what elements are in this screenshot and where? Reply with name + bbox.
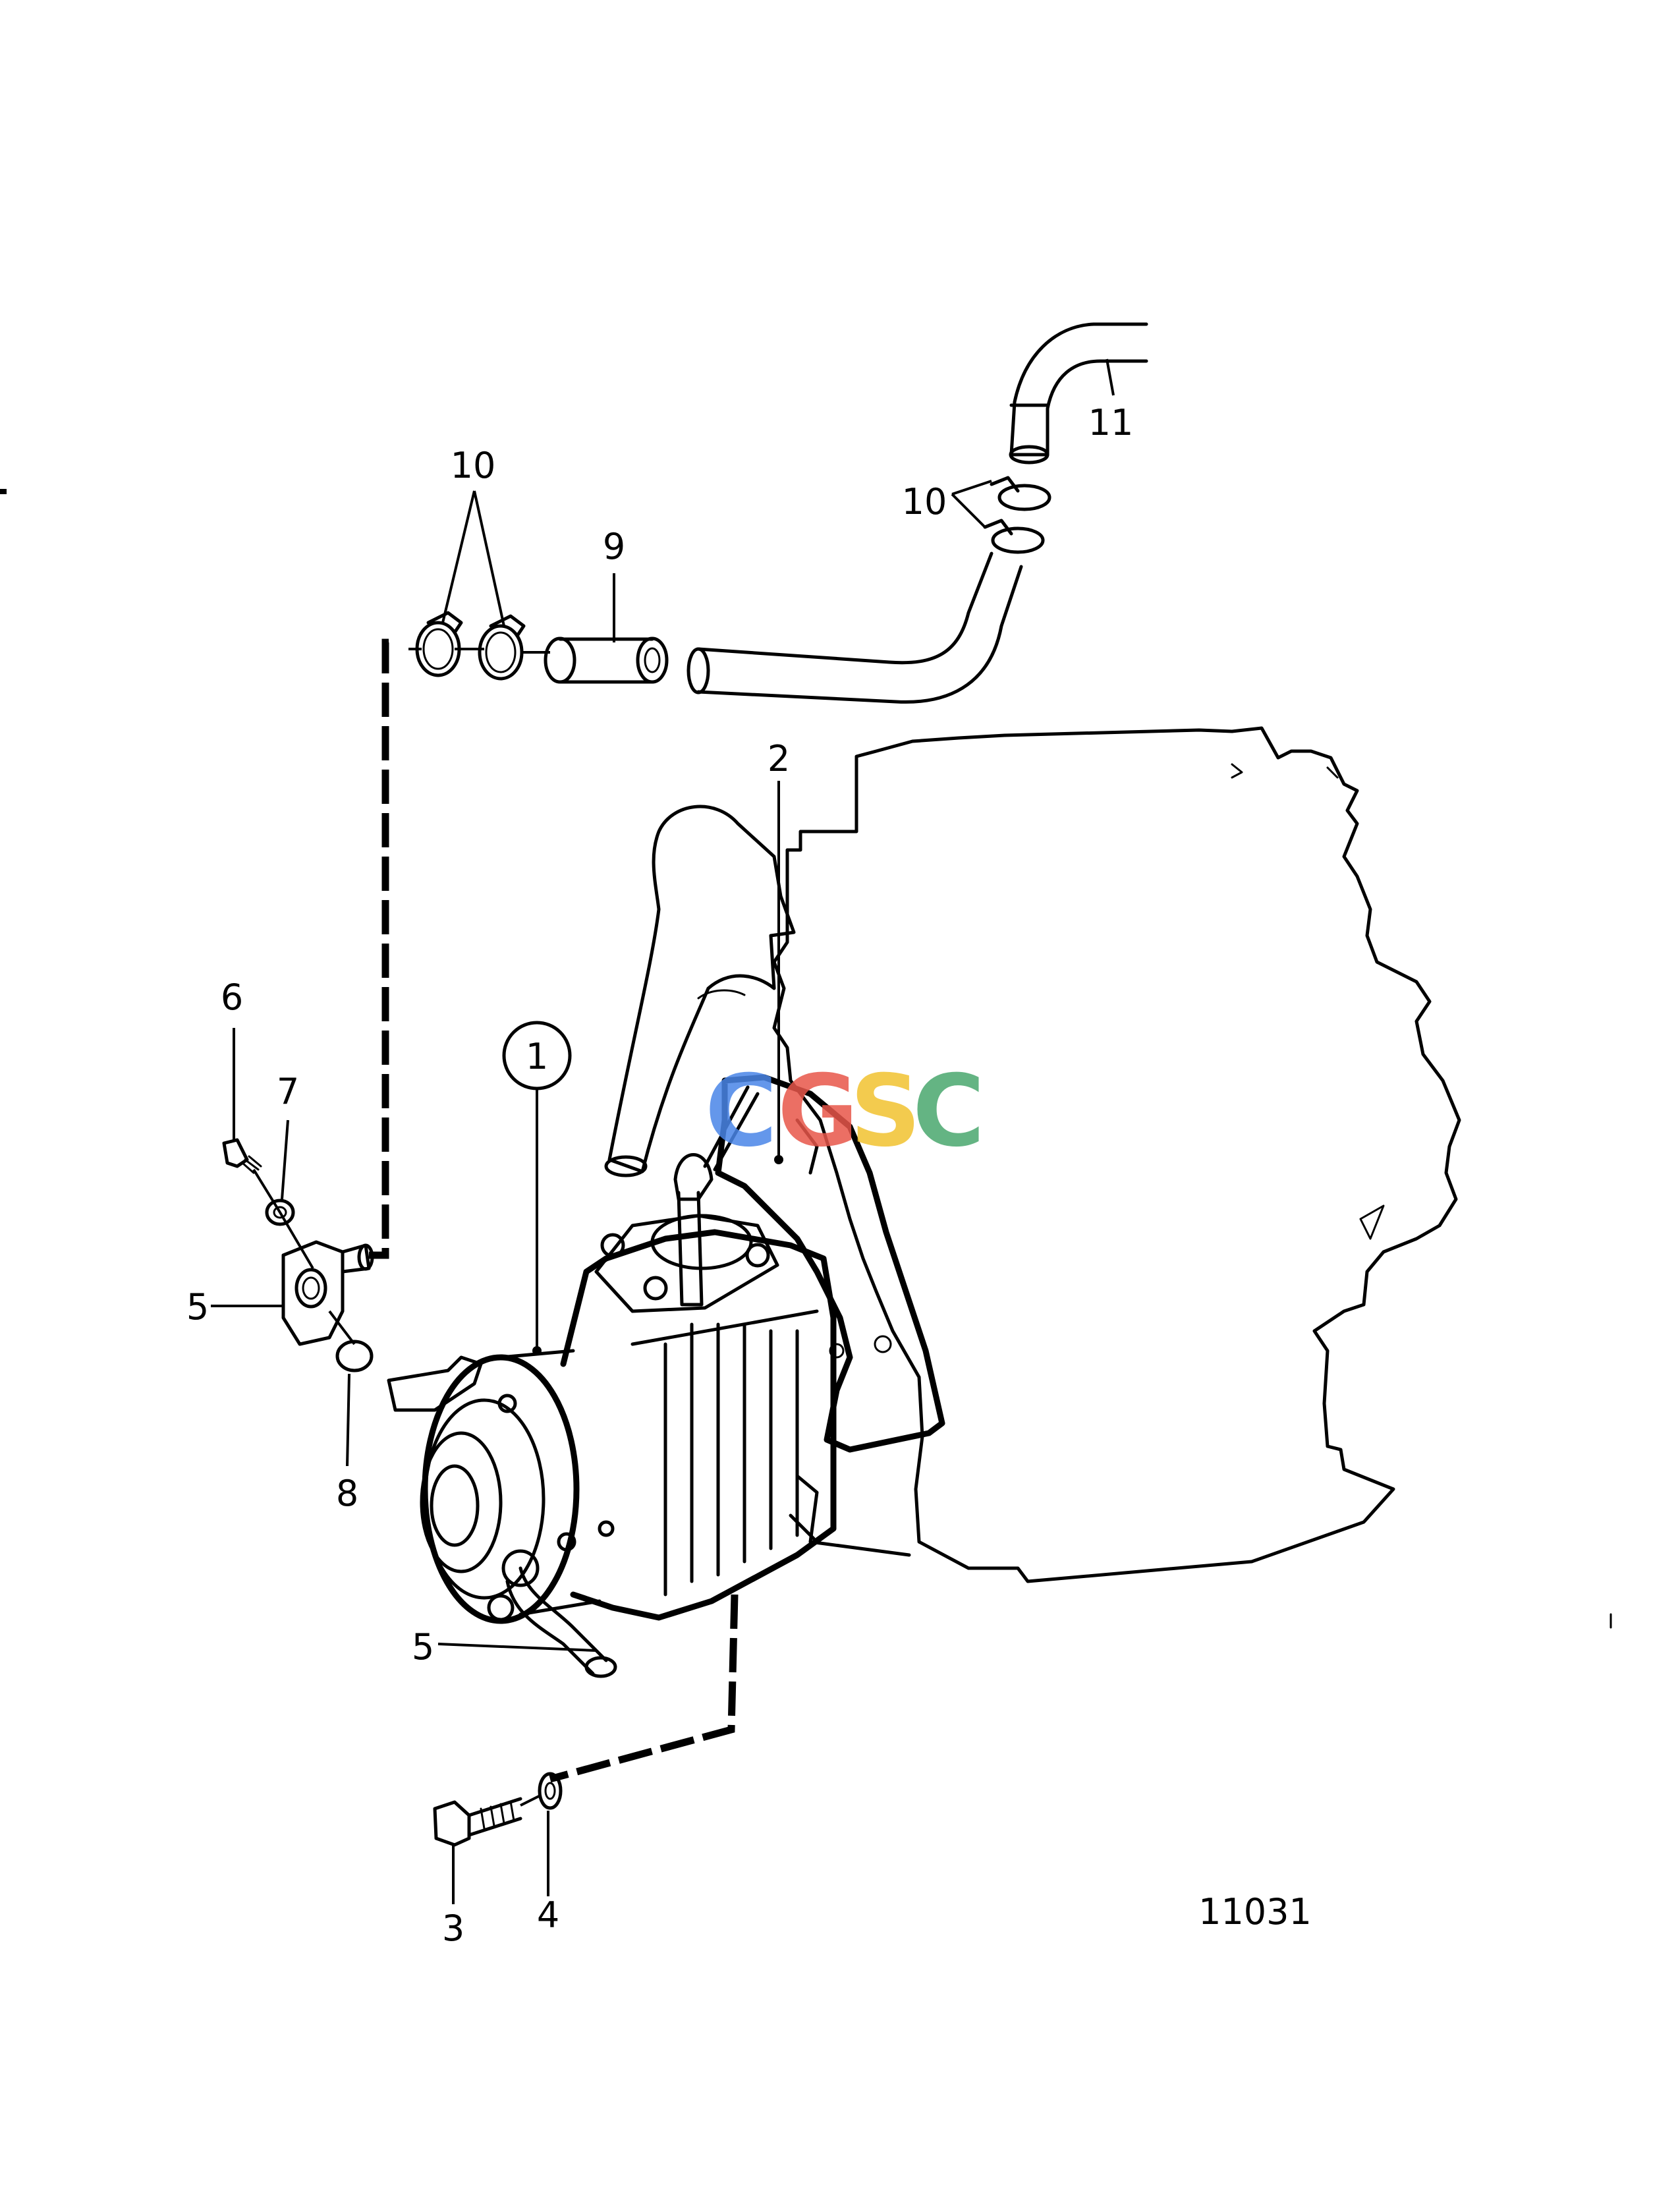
callout-4: 4 xyxy=(537,1894,559,1936)
assembly-lines xyxy=(252,638,739,1807)
hose-9 xyxy=(544,636,669,684)
exhaust-elbow xyxy=(604,805,796,1177)
callout-1-circle xyxy=(502,1021,572,1090)
hose-clamp-10-left-b xyxy=(478,614,526,681)
callout-1: 1 xyxy=(526,1036,548,1077)
callout-10-right: 10 xyxy=(902,481,947,523)
washer-4 xyxy=(538,1772,563,1810)
watermark-letter-3: S xyxy=(850,1054,921,1169)
watermark-letter-4: C xyxy=(912,1054,985,1169)
watermark-logo: C G S C xyxy=(705,1054,985,1169)
callout-3: 3 xyxy=(442,1908,464,1949)
hose-clamp-10-left-a xyxy=(415,611,463,677)
engine-block-outline xyxy=(772,726,1461,1583)
callout-7: 7 xyxy=(277,1071,299,1112)
hose-11 xyxy=(1009,322,1148,465)
hose-clamp-10-right-b xyxy=(983,519,1045,554)
callout-11: 11 xyxy=(1088,402,1134,443)
o-ring-8 xyxy=(335,1340,374,1372)
watermark-letter-1: C xyxy=(705,1054,777,1169)
callout-6: 6 xyxy=(221,976,243,1018)
callout-8: 8 xyxy=(336,1473,358,1514)
callout-9: 9 xyxy=(603,526,625,567)
outlet-pipe-lower xyxy=(487,1549,617,1678)
callout-5-upper: 5 xyxy=(186,1286,209,1328)
scan-marks xyxy=(0,489,1612,1629)
callout-leaders xyxy=(211,358,1115,1904)
drawing-number: 11031 xyxy=(1198,1891,1312,1933)
callout-5-lower: 5 xyxy=(412,1626,434,1668)
watermark-letter-2: G xyxy=(777,1054,858,1169)
callout-labels: 1 2 3 4 5 5 6 7 8 9 10 10 11 11031 xyxy=(186,402,1312,1949)
connection-flange xyxy=(281,1240,374,1346)
pump-bracket xyxy=(715,1074,945,1453)
screw-6 xyxy=(222,1138,262,1174)
hose-clamp-10-right-a xyxy=(990,476,1051,511)
callout-10-left: 10 xyxy=(451,445,496,486)
washer-7 xyxy=(265,1199,295,1226)
coolant-pipe xyxy=(686,552,1023,704)
bolt-3 xyxy=(433,1797,522,1847)
callout-2: 2 xyxy=(768,738,790,779)
